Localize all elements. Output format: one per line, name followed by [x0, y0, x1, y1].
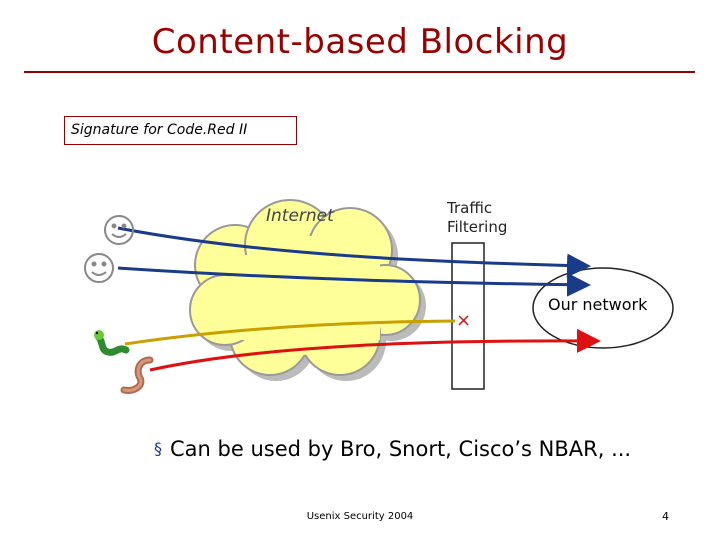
title-underline [24, 71, 695, 73]
benign-flow-2 [117, 266, 591, 297]
worm-flow-red [149, 328, 601, 372]
smiley-icon [84, 253, 114, 283]
smiley-icon [104, 215, 134, 245]
bullet-item: § Can be used by Bro, Snort, Cisco’s NBAR… [154, 437, 631, 461]
blocked-marker: × [456, 310, 472, 331]
green-worm-icon [94, 330, 130, 356]
traffic-label-line1: Traffic [447, 199, 493, 217]
brown-worm-icon [120, 356, 154, 394]
signature-box: Signature for Code.Red II [64, 116, 297, 145]
worm-flow-blocked [124, 319, 456, 346]
square-bullet-icon: § [154, 439, 162, 458]
traffic-label-line2: Filtering [447, 218, 508, 236]
bullet-text: Can be used by Bro, Snort, Cisco’s NBAR,… [170, 437, 632, 461]
internet-label: Internet [266, 206, 334, 226]
page-number: 4 [662, 510, 669, 523]
our-network-label: Our network [548, 295, 648, 314]
page-title: Content-based Blocking [151, 22, 569, 62]
benign-flow-1 [117, 226, 591, 278]
traffic-filter-box [451, 242, 485, 390]
footer-venue: Usenix Security 2004 [306, 511, 414, 522]
traffic-filtering-label: Traffic Filtering [447, 199, 507, 237]
